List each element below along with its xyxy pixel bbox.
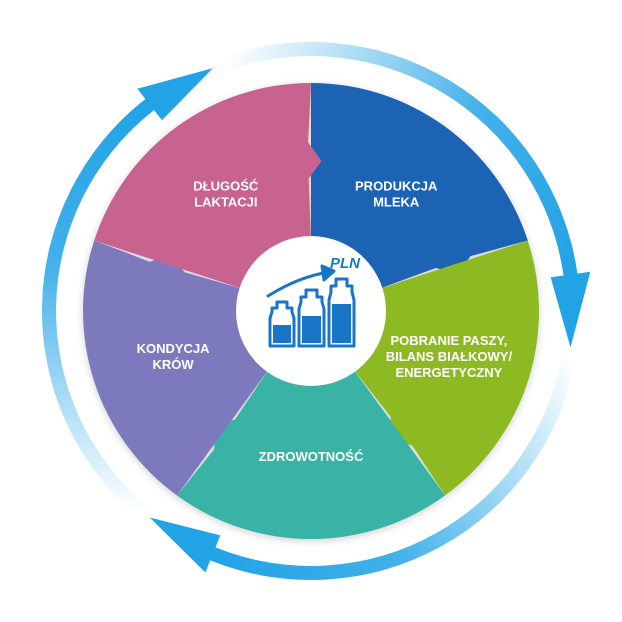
segment-label-line: DŁUGOŚĆ	[193, 179, 259, 194]
cycle-arrow-icon	[41, 68, 213, 518]
cycle-arrow-icon	[219, 41, 591, 348]
segment-label-line: LAKTACJI	[194, 195, 257, 210]
milk-bottles-growth-icon	[266, 264, 356, 348]
segment-label-line: POBRANIE PASZY,	[391, 333, 508, 348]
segment-label-line: KRÓW	[153, 357, 195, 372]
center-circle	[236, 236, 386, 386]
segment-label-line: MLEKA	[373, 195, 420, 210]
segment-produkcja-mleka	[311, 83, 528, 290]
segment-dlugosc-laktacji	[94, 83, 322, 290]
segment-label-line: BILANS BIAŁKOWY/	[386, 349, 513, 364]
segment-label-line: ENERGETYCZNY	[395, 365, 502, 380]
center-hub: PLN	[236, 236, 386, 386]
segment-pobranie-paszy	[352, 240, 539, 496]
segment-label-line: ZDROWOTNOŚĆ	[259, 449, 364, 464]
cycle-arrows	[41, 41, 591, 580]
segment-label-zdrowotnosc: ZDROWOTNOŚĆ	[259, 449, 364, 464]
segment-label-line: KONDYCJA	[137, 341, 211, 356]
segment-zdrowotnosc	[177, 367, 445, 540]
currency-label: PLN	[330, 255, 361, 272]
cycle-arrow-icon	[149, 355, 576, 580]
cycle-segments	[83, 83, 539, 540]
segment-label-line: PRODUKCJA	[355, 179, 438, 194]
segment-label-pobranie-paszy: POBRANIE PASZY,BILANS BIAŁKOWY/ENERGETYC…	[386, 333, 513, 380]
segment-kondycja-krow	[83, 240, 270, 496]
